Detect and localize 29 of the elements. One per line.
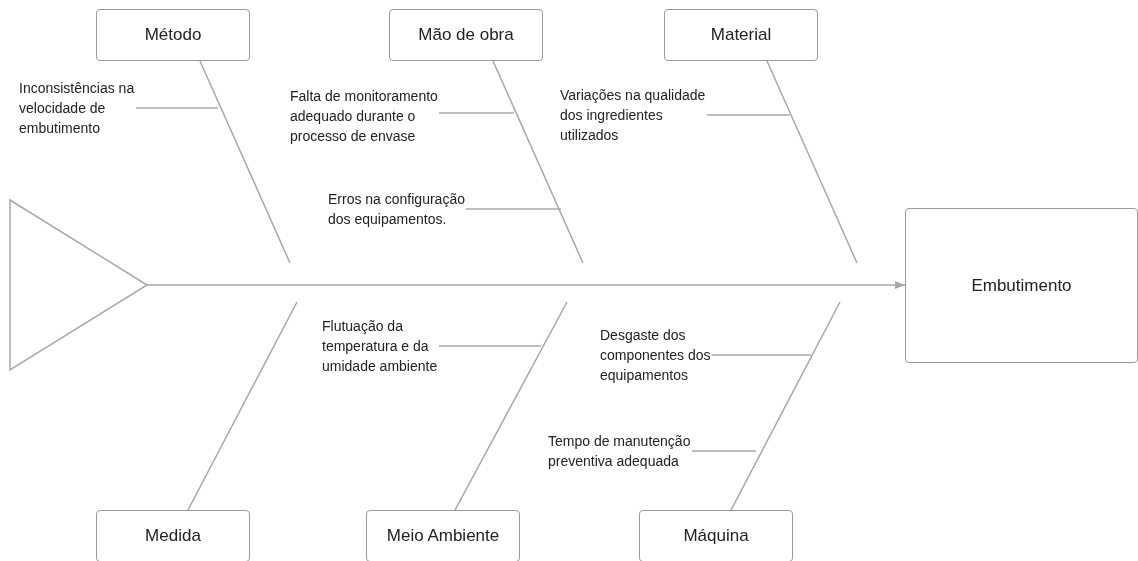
cause-text: Erros na configuração dos equipamentos. [328, 189, 466, 229]
category-box: Meio Ambiente [366, 510, 520, 561]
category-box: Método [96, 9, 250, 61]
leader-line [711, 354, 812, 356]
leader-line [135, 107, 219, 109]
category-box: Mão de obra [389, 9, 543, 61]
effect-box: Embutimento [905, 208, 1138, 363]
cause-text: Flutuação da temperatura e da umidade ambiente [322, 316, 439, 376]
leader-line [438, 345, 542, 347]
bone-line [199, 60, 291, 264]
leader-line [706, 114, 791, 116]
bone-line [766, 60, 858, 264]
leader-line [465, 208, 562, 210]
category-box: Máquina [639, 510, 793, 561]
cause-text: Inconsistências na velocidade de embutimento [19, 78, 136, 138]
cause-text: Falta de monitoramento adequado durante o processo de envase [290, 86, 439, 146]
category-box: Material [664, 9, 818, 61]
cause-text: Tempo de manutenção preventiva adequada [548, 431, 692, 471]
bone-line [187, 301, 298, 511]
bone-line [454, 301, 568, 511]
leader-line [691, 450, 757, 452]
tail-triangle [10, 200, 147, 370]
bone-line [492, 60, 584, 264]
bone-line [730, 301, 841, 511]
spine-arrow [146, 281, 906, 289]
cause-text: Desgaste dos componentes dos equipamentos [600, 325, 712, 385]
cause-text: Variações na qualidade dos ingredientes utilizados [560, 85, 707, 145]
category-box: Medida [96, 510, 250, 561]
leader-line [438, 112, 515, 114]
